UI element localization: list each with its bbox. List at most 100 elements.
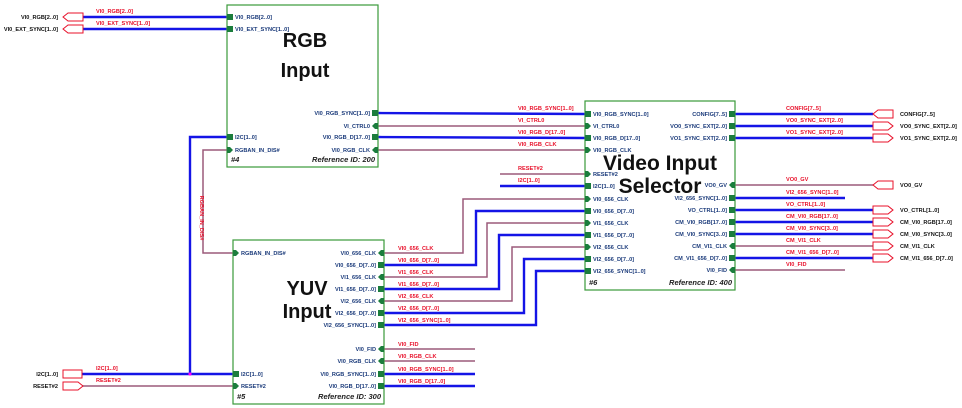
signal-pin-icon[interactable]: [585, 196, 591, 202]
port-vi0-rgb-clk[interactable]: VI0_RGB_CLK: [337, 358, 384, 365]
port-vi0-rgb-clk[interactable]: VI0_RGB_CLK: [585, 147, 632, 154]
net-vi0-rgb-clk[interactable]: VI0_RGB_CLK: [378, 142, 585, 151]
signal-pin-icon[interactable]: [378, 298, 384, 304]
net-vi0-rgb-sync-1-0[interactable]: VI0_RGB_SYNC[1..0]: [384, 367, 475, 376]
port-vi0-fid[interactable]: VI0_FID: [355, 346, 384, 353]
bidirectional-port-connector-icon[interactable]: [62, 369, 83, 379]
port-cm-vi0-rgb-17-0[interactable]: CM_VI0_RGB[17..0]: [675, 219, 735, 226]
signal-pin-icon[interactable]: [585, 244, 591, 250]
port-vo1-sync-ext-2-0[interactable]: VO1_SYNC_EXT[2..0]: [670, 135, 735, 142]
signal-pin-icon[interactable]: [585, 147, 591, 153]
net-vi1-656-clk[interactable]: VI1_656_CLK: [384, 222, 585, 278]
port-vo0-gv[interactable]: VO0_GV: [705, 182, 735, 189]
port-vi2-656-sync-1-0[interactable]: VI2_656_SYNC[1..0]: [323, 322, 384, 329]
output-port-connector-icon[interactable]: [872, 241, 894, 251]
signal-pin-icon[interactable]: [729, 182, 735, 188]
net-vi-ctrl0[interactable]: VI_CTRL0: [378, 118, 585, 127]
net-wire[interactable]: [384, 209, 585, 267]
port-i2c-1-0[interactable]: I2C[1..0]: [227, 134, 257, 141]
bus-pin-icon[interactable]: [729, 111, 735, 117]
net-reset-2[interactable]: RESET#2: [500, 166, 585, 175]
signal-pin-icon[interactable]: [585, 220, 591, 226]
signal-pin-icon[interactable]: [227, 147, 233, 153]
port-vi0-656-d-7-0[interactable]: VI0_656_D[7..0]: [585, 208, 634, 215]
net-wire[interactable]: [202, 149, 233, 254]
port-vi0-656-clk[interactable]: VI0_656_CLK: [341, 250, 384, 257]
port-vi0-rgb-sync-1-0[interactable]: VI0_RGB_SYNC[1..0]: [314, 110, 378, 117]
port-config-7-5[interactable]: CONFIG[7..5]: [692, 111, 735, 118]
port-vo0-sync-ext-2-0[interactable]: VO0_SYNC_EXT[2..0]: [670, 123, 735, 130]
net-vi0-ext-sync-1-0[interactable]: VI0_EXT_SYNC[1..0]: [82, 21, 227, 31]
net-cm-vi1-656-d-7-0[interactable]: CM_VI1_656_D[7..0]: [735, 250, 873, 260]
net-wire[interactable]: [384, 269, 585, 327]
port-reset-2[interactable]: RESET#2: [233, 383, 266, 390]
bus-pin-icon[interactable]: [729, 135, 735, 141]
input-port-connector-icon[interactable]: [872, 109, 894, 119]
signal-pin-icon[interactable]: [372, 147, 378, 153]
bus-pin-icon[interactable]: [378, 262, 384, 268]
bus-pin-icon[interactable]: [227, 134, 233, 140]
net-wire[interactable]: [377, 111, 586, 116]
signal-pin-icon[interactable]: [372, 123, 378, 129]
offpage-connector-vo-ctrl-1-0[interactable]: VO_CTRL[1..0]: [872, 205, 939, 215]
net-vi0-656-d-7-0[interactable]: VI0_656_D[7..0]: [384, 209, 585, 267]
port-vi0-rgb-sync-1-0[interactable]: VI0_RGB_SYNC[1..0]: [585, 111, 649, 118]
port-cm-vi1-656-d-7-0[interactable]: CM_VI1_656_D[7..0]: [674, 255, 735, 262]
net-rgban-in-dis[interactable]: RGBAN_IN_DIS#: [198, 149, 233, 254]
net-cm-vi0-rgb-17-0[interactable]: CM_VI0_RGB[17..0]: [735, 214, 873, 224]
input-port-connector-icon[interactable]: [62, 24, 84, 34]
net-vi0-rgb-clk[interactable]: VI0_RGB_CLK: [384, 354, 475, 362]
port-vi2-656-sync-1-0[interactable]: VI2_656_SYNC[1..0]: [674, 195, 735, 202]
port-vi1-656-clk[interactable]: VI1_656_CLK: [341, 274, 384, 281]
port-vi0-rgb-sync-1-0[interactable]: VI0_RGB_SYNC[1..0]: [320, 371, 384, 378]
signal-pin-icon[interactable]: [585, 171, 591, 177]
offpage-connector-cm-vi0-rgb-17-0[interactable]: CM_VI0_RGB[17..0]: [872, 217, 952, 227]
bus-pin-icon[interactable]: [378, 383, 384, 389]
bus-pin-icon[interactable]: [585, 111, 591, 117]
signal-pin-icon[interactable]: [729, 267, 735, 273]
offpage-connector-config-7-5[interactable]: CONFIG[7..5]: [872, 109, 935, 119]
port-vi0-656-d-7-0[interactable]: VI0_656_D[7..0]: [335, 262, 384, 269]
net-config-7-5[interactable]: CONFIG[7..5]: [735, 106, 873, 116]
output-port-connector-icon[interactable]: [872, 217, 894, 227]
offpage-connector-vo0-sync-ext-2-0[interactable]: VO0_SYNC_EXT[2..0]: [872, 121, 957, 131]
signal-pin-icon[interactable]: [729, 243, 735, 249]
net-reset-2[interactable]: RESET#2: [80, 378, 233, 387]
bus-pin-icon[interactable]: [378, 310, 384, 316]
port-vi-ctrl0[interactable]: VI_CTRL0: [344, 123, 378, 130]
net-vi1-656-d-7-0[interactable]: VI1_656_D[7..0]: [384, 233, 585, 291]
port-vi1-656-d-7-0[interactable]: VI1_656_D[7..0]: [585, 232, 634, 239]
bus-pin-icon[interactable]: [378, 322, 384, 328]
net-wire[interactable]: [384, 257, 585, 315]
port-vi0-rgb-2-0[interactable]: VI0_RGB[2..0]: [227, 14, 272, 21]
net-cm-vi0-sync-3-0[interactable]: CM_VI0_SYNC[3..0]: [735, 226, 873, 236]
port-i2c-1-0[interactable]: I2C[1..0]: [585, 183, 615, 190]
block-border[interactable]: [584, 100, 736, 291]
net-cm-vi1-clk[interactable]: CM_VI1_CLK: [735, 238, 873, 247]
signal-pin-icon[interactable]: [378, 358, 384, 364]
net-vi0-rgb-sync-1-0[interactable]: VI0_RGB_SYNC[1..0]: [377, 106, 586, 116]
bus-pin-icon[interactable]: [585, 135, 591, 141]
bus-pin-icon[interactable]: [372, 134, 378, 140]
port-vi2-656-d-7-0[interactable]: VI2_656_D[7..0]: [585, 256, 634, 263]
offpage-connector-cm-vi1-clk[interactable]: CM_VI1_CLK: [872, 241, 935, 251]
net-i2c-1-0[interactable]: I2C[1..0]: [500, 178, 585, 188]
output-port-connector-icon[interactable]: [62, 381, 84, 391]
offpage-connector-vi0-ext-sync-1-0[interactable]: VI0_EXT_SYNC[1..0]: [4, 24, 84, 34]
offpage-connector-vo0-gv[interactable]: VO0_GV: [872, 180, 923, 190]
bus-pin-icon[interactable]: [729, 219, 735, 225]
net-vi0-fid[interactable]: VI0_FID: [384, 342, 475, 350]
net-vi2-656-sync-1-0[interactable]: VI2_656_SYNC[1..0]: [735, 190, 845, 200]
bus-pin-icon[interactable]: [227, 14, 233, 20]
bus-pin-icon[interactable]: [585, 256, 591, 262]
port-cm-vi0-sync-3-0[interactable]: CM_VI0_SYNC[3..0]: [675, 231, 735, 238]
net-wire[interactable]: [384, 222, 585, 278]
output-port-connector-icon[interactable]: [872, 121, 894, 131]
input-port-connector-icon[interactable]: [62, 12, 84, 22]
signal-pin-icon[interactable]: [378, 250, 384, 256]
offpage-connector-i2c-1-0[interactable]: I2C[1..0]: [36, 369, 83, 379]
offpage-connector-cm-vi1-656-d-7-0[interactable]: CM_VI1_656_D[7..0]: [872, 253, 953, 263]
port-vi0-rgb-d-17-0[interactable]: VI0_RGB_D[17..0]: [585, 135, 640, 142]
